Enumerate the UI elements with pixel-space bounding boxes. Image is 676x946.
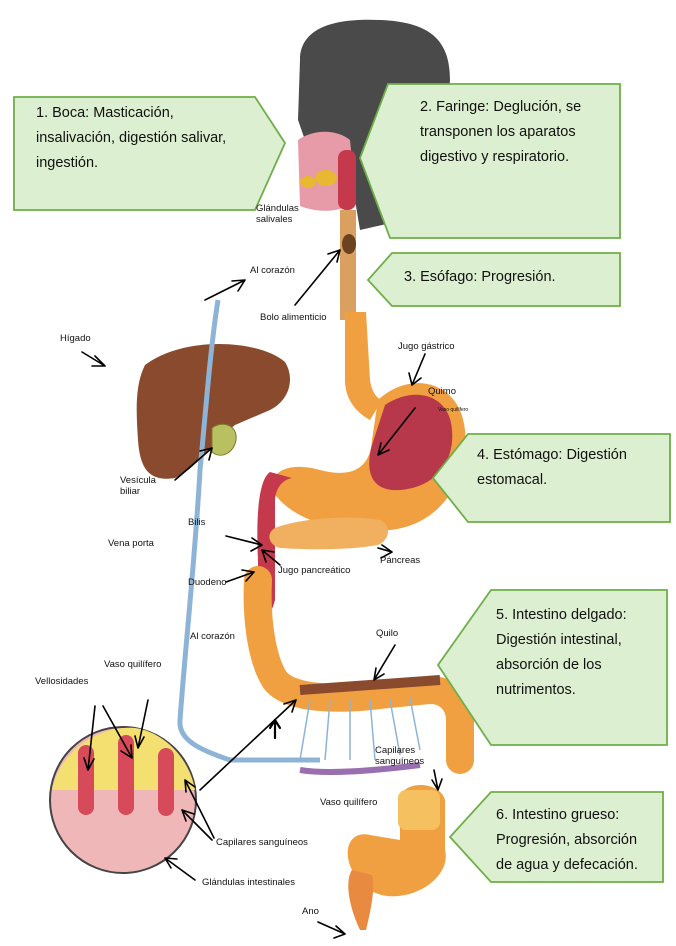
label-quimo: Quimo xyxy=(428,386,456,397)
label-al-corazon-top: Al corazón xyxy=(250,265,295,276)
colon-rect xyxy=(398,790,440,830)
label-vesicula-l1: Vesícula xyxy=(120,475,156,486)
callout-4-line-2: estomacal. xyxy=(477,468,667,493)
arrow-bilis xyxy=(226,536,262,551)
arrow-quilo xyxy=(374,645,395,680)
label-vaso-quilifero-bottom: Vaso quilífero xyxy=(320,797,377,808)
salivary-gland-2 xyxy=(300,176,316,188)
esophagus-lower xyxy=(345,312,382,420)
arrow-villi-to-intestine xyxy=(200,700,296,790)
label-quilo: Quilo xyxy=(376,628,398,639)
callout-3-line-1: 3. Esófago: Progresión. xyxy=(404,265,614,290)
callout-3-esofago: 3. Esófago: Progresión. xyxy=(404,265,614,290)
pharynx-tube xyxy=(338,150,356,210)
callout-5-intestino-delgado: 5. Intestino delgado: Digestión intestin… xyxy=(496,603,664,703)
callout-2-line-1: 2. Faringe: Deglución, se xyxy=(420,95,615,120)
label-capilares-sanguineos-right: Capilares sanguíneos xyxy=(375,745,424,767)
callout-5-line-4: nutrimentos. xyxy=(496,678,664,703)
small-intestine xyxy=(258,580,460,760)
label-vena-porta: Vena porta xyxy=(108,538,154,549)
callout-4-line-1: 4. Estómago: Digestión xyxy=(477,443,667,468)
callout-2-faringe: 2. Faringe: Deglución, se transponen los… xyxy=(420,95,615,170)
label-jugo-pancreatico: Jugo pancreático xyxy=(278,565,350,576)
label-capilares-sanguineos-bottom: Capilares sanguíneos xyxy=(216,837,308,848)
callout-5-line-1: 5. Intestino delgado: xyxy=(496,603,664,628)
esophagus xyxy=(340,210,356,320)
callout-6-line-2: Progresión, absorción xyxy=(496,828,661,853)
arrow-jugo-gastrico xyxy=(409,354,425,385)
label-vesicula-biliar: Vesícula biliar xyxy=(120,475,156,497)
label-higado: Hígado xyxy=(60,333,91,344)
callout-1-line-1: 1. Boca: Masticación, xyxy=(36,101,256,126)
callout-1-line-2: insalivación, digestión salivar, xyxy=(36,126,256,151)
gallbladder xyxy=(212,424,236,455)
label-vaso-quilifero: Vaso quilífero xyxy=(104,659,161,670)
arrow-bolo xyxy=(295,250,340,305)
callout-6-line-3: de agua y defecación. xyxy=(496,853,661,878)
label-ano: Ano xyxy=(302,906,319,917)
callout-6-line-1: 6. Intestino grueso: xyxy=(496,803,661,828)
callout-4-estomago: 4. Estómago: Digestión estomacal. xyxy=(477,443,667,493)
arrow-ano xyxy=(318,922,345,938)
callout-1-boca: 1. Boca: Masticación, insalivación, dige… xyxy=(36,101,256,176)
label-glandulas-salivales-l1: Glándulas xyxy=(256,203,299,214)
label-vaso-quilifero-small: Vaso quilífero xyxy=(438,405,468,416)
label-glandulas-salivales-l2: salivales xyxy=(256,214,299,225)
callout-2-line-3: digestivo y respiratorio. xyxy=(420,145,615,170)
salivary-gland xyxy=(315,170,337,186)
callout-2-line-2: transponen los aparatos xyxy=(420,120,615,145)
callout-5-line-2: Digestión intestinal, xyxy=(496,628,664,653)
liver xyxy=(137,344,290,479)
label-capilares-right-l2: sanguíneos xyxy=(375,756,424,767)
callout-5-line-3: absorción de los xyxy=(496,653,664,678)
label-vellosidades: Vellosidades xyxy=(35,676,88,687)
label-bolo-alimenticio: Bolo alimenticio xyxy=(260,312,327,323)
callout-1-line-3: ingestión. xyxy=(36,151,256,176)
pancreas xyxy=(269,518,388,550)
arrow-glandulas-intestinales xyxy=(165,858,195,880)
label-pancreas: Páncreas xyxy=(380,555,420,566)
label-al-corazon-mid: Al corazón xyxy=(190,631,235,642)
label-jugo-gastrico: Jugo gástrico xyxy=(398,341,455,352)
arrow-al-corazon-top xyxy=(205,280,245,300)
bolus xyxy=(342,234,356,254)
arrow-higado xyxy=(82,352,105,366)
arrow-capilares-right xyxy=(432,770,442,790)
label-glandulas-salivales: Glándulas salivales xyxy=(256,203,299,225)
callout-6-intestino-grueso: 6. Intestino grueso: Progresión, absorci… xyxy=(496,803,661,878)
label-capilares-right-l1: Capilares xyxy=(375,745,424,756)
label-glandulas-intestinales: Glándulas intestinales xyxy=(202,877,295,888)
label-duodeno: Duodeno xyxy=(188,577,227,588)
label-bilis: Bilis xyxy=(188,517,205,528)
rectum xyxy=(348,870,373,930)
label-vesicula-l2: biliar xyxy=(120,486,156,497)
